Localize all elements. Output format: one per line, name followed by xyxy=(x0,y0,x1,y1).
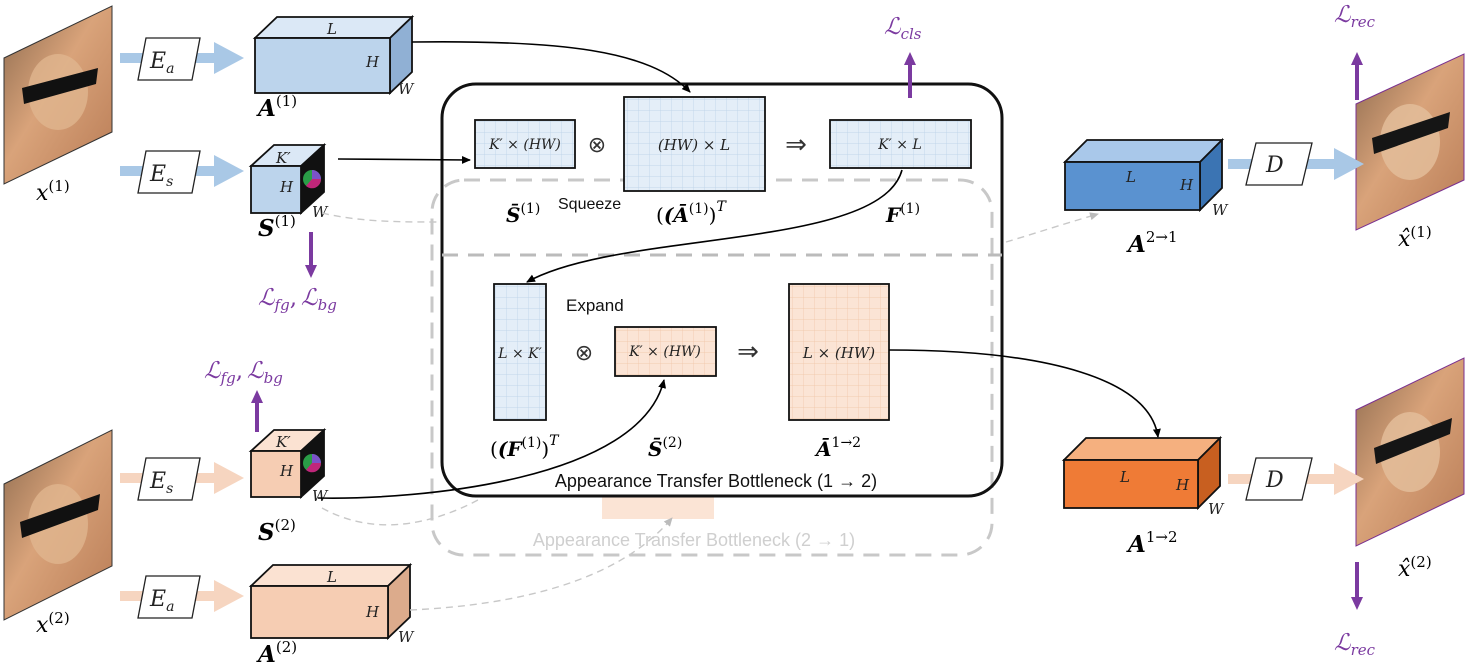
svg-text:K′ × L: K′ × L xyxy=(877,137,922,153)
operator-implies-1: ⇒ xyxy=(785,129,807,159)
bottleneck-1-to-2-frame xyxy=(440,82,1004,498)
svg-text:W: W xyxy=(312,203,329,221)
svg-text:W: W xyxy=(398,80,415,98)
loss-fg-bg-bottom: ℒfg,ℒbg xyxy=(204,358,283,387)
encoder-ea-top: Ea xyxy=(137,37,201,81)
tensor-a1: L H W xyxy=(252,14,415,98)
svg-text:W: W xyxy=(398,628,415,646)
label-a12: A1→2 xyxy=(1126,528,1178,558)
svg-text:(HW) × L: (HW) × L xyxy=(658,136,730,154)
label-f1: F(1) xyxy=(885,201,920,227)
label-x2: x(2) xyxy=(36,609,70,638)
bottleneck-2-to-1-matrix-hint xyxy=(602,497,714,519)
svg-text:L: L xyxy=(326,20,337,38)
decoder-d-bottom: D xyxy=(1245,457,1313,501)
label-a21: A2→1 xyxy=(1126,228,1178,258)
operator-mult-2: ⊗ xyxy=(575,340,593,365)
matrix-a12bar: L × (HW) xyxy=(788,283,890,421)
bottleneck-2-to-1-label: Appearance Transfer Bottleneck (2 → 1) xyxy=(533,530,855,550)
encoder-es-top: Es xyxy=(137,150,201,194)
step-expand: Expand xyxy=(566,296,624,315)
matrix-f1: K′ × L xyxy=(829,119,972,169)
svg-text:Es: Es xyxy=(149,162,173,190)
loss-fg-bg-top: ℒfg,ℒbg xyxy=(258,285,337,314)
matrix-f1-transpose: L × K′ xyxy=(493,283,547,421)
svg-text:Es: Es xyxy=(149,469,173,497)
output-image-xhat2 xyxy=(1355,357,1465,547)
svg-text:H: H xyxy=(279,178,294,196)
encoder-ea-bottom: Ea xyxy=(137,575,201,619)
input-image-x1 xyxy=(3,5,113,185)
svg-text:W: W xyxy=(1212,201,1229,219)
svg-text:K′: K′ xyxy=(275,149,291,167)
label-xhat2: x̂(2) xyxy=(1398,553,1432,582)
label-a1-transpose: ((Ā(1))T xyxy=(656,199,727,227)
svg-text:L: L xyxy=(1125,168,1136,186)
svg-text:W: W xyxy=(312,487,329,505)
svg-text:H: H xyxy=(365,53,380,71)
output-image-xhat1 xyxy=(1355,53,1465,231)
tensor-a21: L H W xyxy=(1062,137,1229,219)
input-image-x2 xyxy=(3,429,113,621)
decoder-d-top: D xyxy=(1245,142,1313,186)
tensor-s1: K′ H W xyxy=(248,142,329,221)
svg-text:L: L xyxy=(1119,468,1130,486)
matrix-s1bar: K′ × (HW) xyxy=(474,119,576,169)
svg-text:D: D xyxy=(1265,153,1284,178)
label-s1bar: S̄(1) xyxy=(506,201,540,227)
label-a2: A(2) xyxy=(256,638,297,666)
tensor-s2: K′ H W xyxy=(248,427,329,505)
label-a1: A(1) xyxy=(256,92,297,122)
svg-text:H: H xyxy=(1175,476,1190,494)
tensor-a2: L H W xyxy=(248,562,415,646)
tensor-a12: L H W xyxy=(1061,435,1225,518)
label-s1: S(1) xyxy=(258,212,296,242)
label-f1-transpose: ((F(1))T xyxy=(490,433,560,461)
step-squeeze: Squeeze xyxy=(558,196,621,213)
loss-rec-top: ℒrec xyxy=(1334,2,1376,31)
svg-text:Ea: Ea xyxy=(149,49,174,77)
matrix-s2bar: K′ × (HW) xyxy=(614,326,717,377)
label-xhat1: x̂(1) xyxy=(1398,223,1432,252)
loss-cls: ℒcls xyxy=(884,14,922,43)
operator-implies-2: ⇒ xyxy=(737,336,759,366)
svg-text:Ea: Ea xyxy=(149,587,174,615)
matrix-a1-transpose: (HW) × L xyxy=(623,96,766,192)
loss-rec-bottom: ℒrec xyxy=(1334,630,1376,659)
svg-text:K′: K′ xyxy=(275,433,291,451)
svg-text:K′ × (HW): K′ × (HW) xyxy=(628,344,701,360)
label-x1: x(1) xyxy=(36,177,70,206)
svg-text:D: D xyxy=(1265,468,1284,493)
label-s2bar: S̄(2) xyxy=(648,435,682,461)
operator-mult-1: ⊗ xyxy=(588,132,606,157)
loss-arrows xyxy=(251,52,1363,610)
svg-text:H: H xyxy=(279,462,294,480)
svg-text:H: H xyxy=(365,603,380,621)
label-s2: S(2) xyxy=(258,516,296,546)
svg-text:K′ × (HW): K′ × (HW) xyxy=(488,137,561,153)
connector-arrows xyxy=(317,40,1161,611)
bottleneck-1-to-2-label: Appearance Transfer Bottleneck (1 → 2) xyxy=(555,471,877,491)
svg-text:L × (HW): L × (HW) xyxy=(802,344,875,362)
svg-text:L × K′: L × K′ xyxy=(497,346,542,362)
svg-text:W: W xyxy=(1208,500,1225,518)
label-a12bar: Ā1→2 xyxy=(814,435,861,461)
encoder-es-bottom: Es xyxy=(137,457,201,501)
svg-text:L: L xyxy=(326,568,337,586)
svg-text:H: H xyxy=(1179,176,1194,194)
